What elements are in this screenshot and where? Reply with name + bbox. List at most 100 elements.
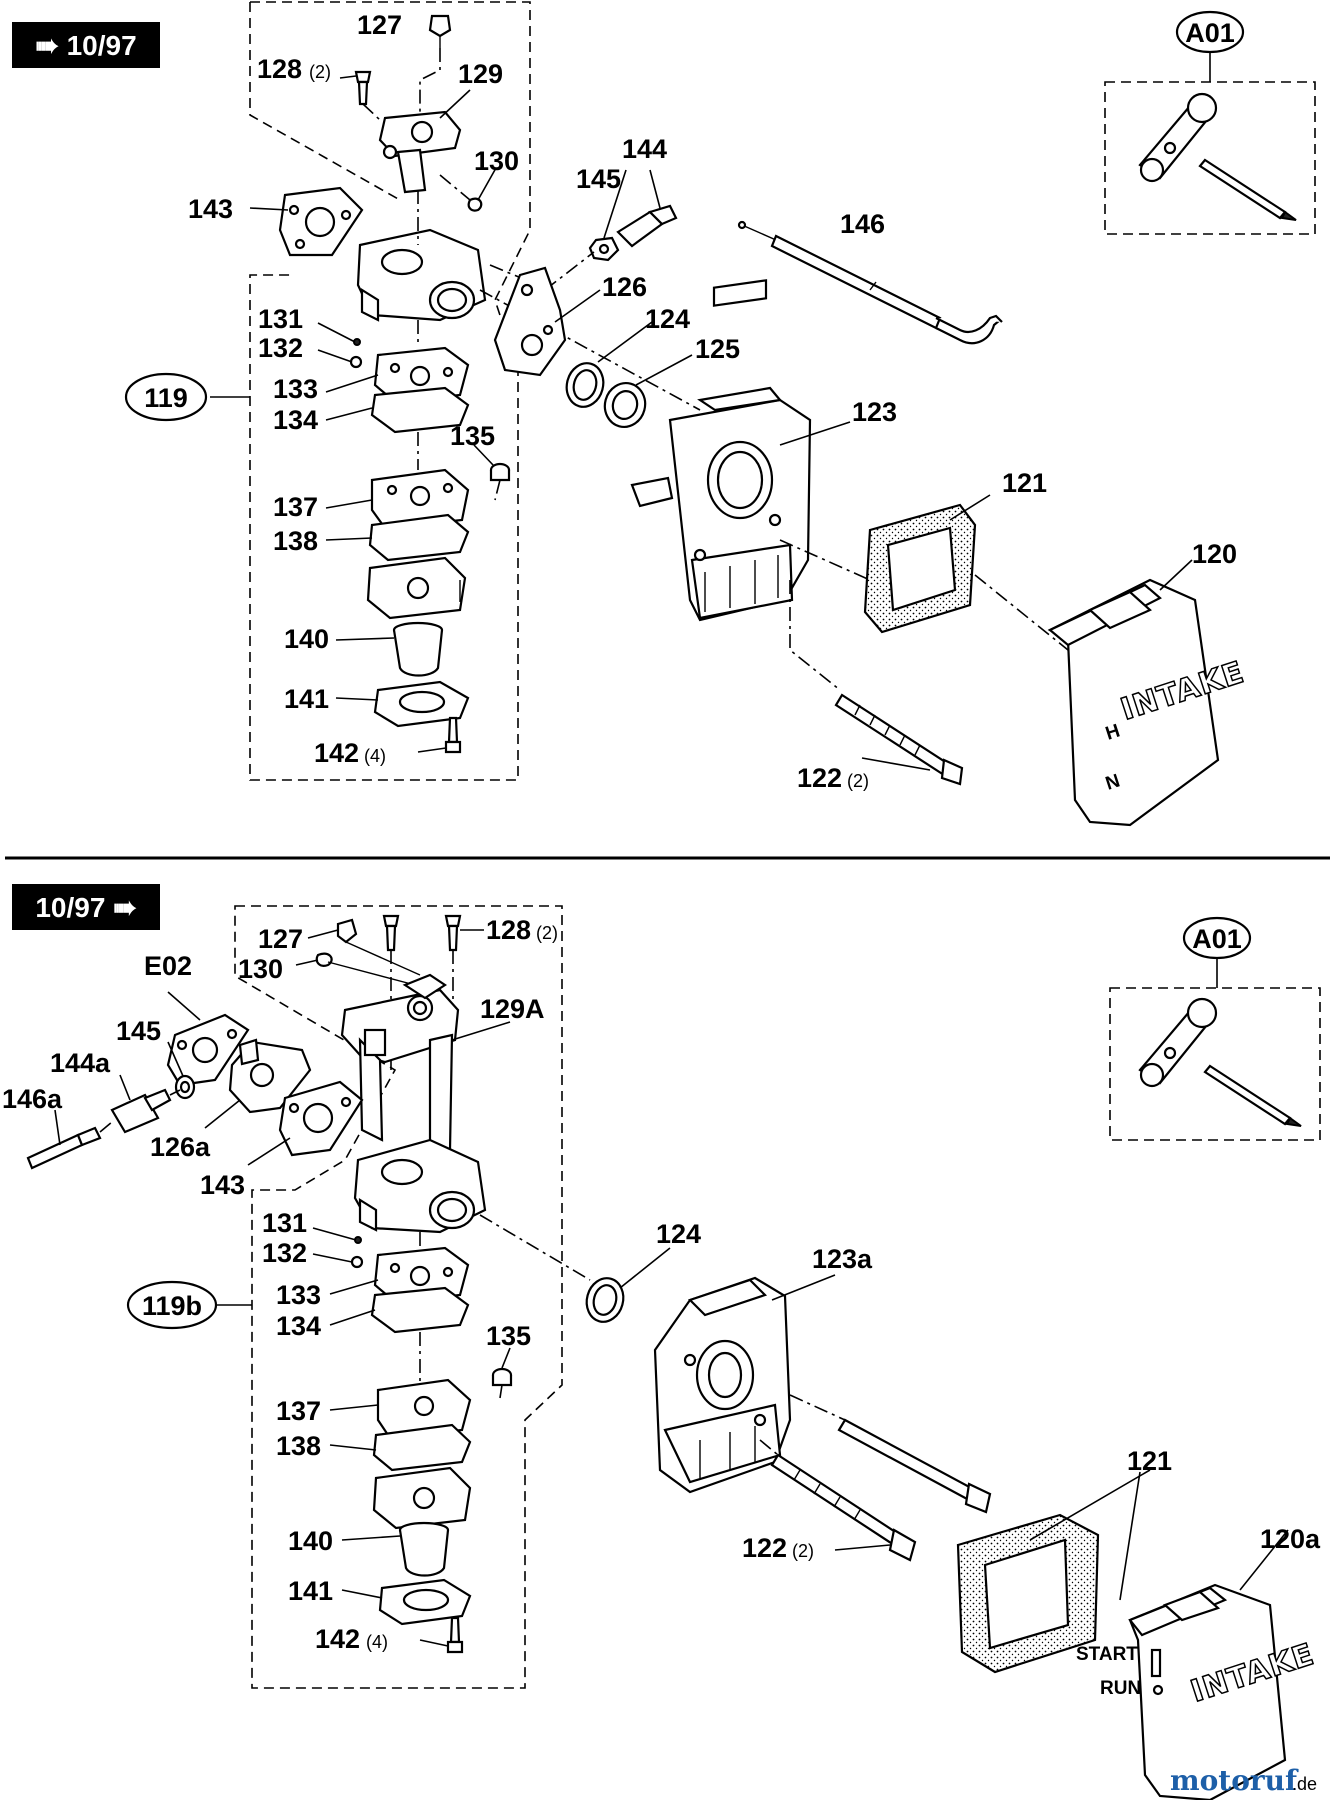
- part-124-o-ring: [565, 362, 605, 408]
- bottom-label-133: 133: [276, 1280, 321, 1310]
- top-a01-label: A01: [1185, 18, 1235, 48]
- watermark: motoruf .de: [1170, 1764, 1317, 1797]
- assembly-119-top-boundary: [249, 2, 401, 201]
- part-132-check: [349, 355, 363, 369]
- bottom-part-121-filter-foam: [956, 1513, 1100, 1674]
- top-badge-text: ➠ 10/97: [35, 30, 136, 61]
- bottom-label-run: RUN: [1100, 1678, 1141, 1699]
- top-label-138: 138: [273, 526, 318, 556]
- top-label-145: 145: [576, 164, 621, 194]
- top-label-128-qty: (2): [309, 62, 331, 82]
- top-date-badge: ➠ 10/97: [12, 22, 160, 68]
- bottom-label-137: 137: [276, 1396, 321, 1426]
- pump-body-lower: [366, 556, 467, 620]
- svg-text:N: N: [1103, 771, 1123, 795]
- bottom-part-144a-adjuster: [110, 1088, 172, 1134]
- top-label-140: 140: [284, 624, 329, 654]
- bottom-a01-box: [1109, 987, 1321, 1141]
- part-126-bracket: [493, 266, 567, 377]
- bottom-part-120a-filter-cover: INTAKE: [1128, 1583, 1319, 1800]
- bottom-a01-label: A01: [1192, 924, 1242, 954]
- part-143-gasket: [278, 186, 364, 257]
- part-121-filter-foam: [863, 503, 977, 634]
- part-137-pump-cover: [370, 468, 470, 530]
- top-label-135: 135: [450, 421, 495, 451]
- bottom-section: 10/97 ➠: [2, 884, 1321, 1800]
- part-120-filter-cover: INTAKE H N: [1047, 578, 1249, 827]
- bottom-label-141: 141: [288, 1576, 333, 1606]
- part-138-gasket: [368, 513, 470, 562]
- bottom-badge-text: 10/97 ➠: [35, 892, 137, 923]
- bottom-label-142: 142: [315, 1624, 360, 1654]
- bottom-part-134-gasket: [370, 1286, 470, 1334]
- bottom-label-122-qty: (2): [792, 1541, 814, 1561]
- top-label-128: 128: [257, 54, 302, 84]
- bottom-label-143: 143: [200, 1170, 245, 1200]
- bottom-part-146a-cable-end: [26, 1126, 102, 1170]
- top-a01-tool-wrench: [1138, 92, 1218, 183]
- bottom-label-126a: 126a: [150, 1132, 211, 1162]
- bottom-label-124: 124: [656, 1219, 701, 1249]
- bottom-label-138: 138: [276, 1431, 321, 1461]
- top-a01-tool-screwdriver: [1198, 158, 1297, 221]
- part-146-throttle-rod: [737, 220, 1003, 345]
- top-label-129: 129: [458, 59, 503, 89]
- part-134-gasket: [370, 386, 470, 434]
- top-label-141: 141: [284, 684, 329, 714]
- top-label-127: 127: [357, 10, 402, 40]
- top-label-131: 131: [258, 304, 303, 334]
- top-label-143: 143: [188, 194, 233, 224]
- bottom-label-129a: 129A: [480, 994, 545, 1024]
- bottom-label-123a: 123a: [812, 1244, 873, 1274]
- bottom-carburetor-body: [353, 1138, 487, 1234]
- top-label-122: 122: [797, 763, 842, 793]
- top-label-132: 132: [258, 333, 303, 363]
- bottom-label-130: 130: [238, 954, 283, 984]
- bottom-part-145-washer: [174, 1074, 196, 1100]
- top-label-126: 126: [602, 272, 647, 302]
- bottom-part-129a-throttle-body: [340, 973, 460, 1152]
- part-144-adjusting-screw: [616, 204, 678, 248]
- bottom-a01-tool-screwdriver: [1203, 1064, 1302, 1127]
- bottom-label-128: 128: [486, 915, 531, 945]
- bottom-date-badge: 10/97 ➠: [12, 884, 160, 930]
- bottom-part-127-screw: [336, 918, 358, 944]
- bottom-label-144a: 144a: [50, 1048, 111, 1078]
- bottom-part-143-gasket: [278, 1080, 364, 1157]
- bottom-part-141-retainer: [378, 1578, 472, 1626]
- bottom-part-142-screw: [446, 1616, 464, 1654]
- part-129-throttle-shaft: [378, 110, 462, 194]
- bottom-label-132: 132: [262, 1238, 307, 1268]
- part-125-gasket-ring: [603, 382, 647, 428]
- watermark-main: motoruf: [1170, 1764, 1299, 1797]
- top-label-119: 119: [144, 383, 188, 413]
- part-141-retainer: [373, 680, 470, 728]
- bottom-part-124-o-ring: [585, 1277, 625, 1323]
- bottom-part-135-plug: [491, 1367, 513, 1387]
- bottom-callout-119b: [126, 1280, 218, 1330]
- bottom-part-122-bolt-lower: [770, 1453, 917, 1562]
- part-130-clip: [467, 197, 483, 212]
- bottom-part-128-screw: [382, 914, 462, 952]
- top-label-130: 130: [474, 146, 519, 176]
- top-label-121: 121: [1002, 468, 1047, 498]
- bottom-part-123a-air-filter-base: [653, 1276, 792, 1494]
- top-label-134: 134: [273, 405, 318, 435]
- bottom-part-122-bolt-upper: [837, 1418, 992, 1514]
- part-128-screw: [354, 70, 372, 106]
- top-a01-callout: [1175, 10, 1245, 54]
- part-140-primer-bulb: [392, 621, 444, 677]
- bottom-label-127: 127: [258, 924, 303, 954]
- bottom-label-142-qty: (4): [366, 1632, 388, 1652]
- bottom-label-122: 122: [742, 1533, 787, 1563]
- part-142-screw: [444, 716, 462, 754]
- top-label-137: 137: [273, 492, 318, 522]
- top-label-120: 120: [1192, 539, 1237, 569]
- top-label-124: 124: [645, 304, 690, 334]
- bottom-label-134: 134: [276, 1311, 321, 1341]
- top-label-133: 133: [273, 374, 318, 404]
- bottom-a01-tool-wrench: [1138, 997, 1218, 1088]
- top-label-142: 142: [314, 738, 359, 768]
- part-123-air-filter-base: [630, 279, 812, 622]
- bottom-pump-body-lower: [372, 1466, 472, 1530]
